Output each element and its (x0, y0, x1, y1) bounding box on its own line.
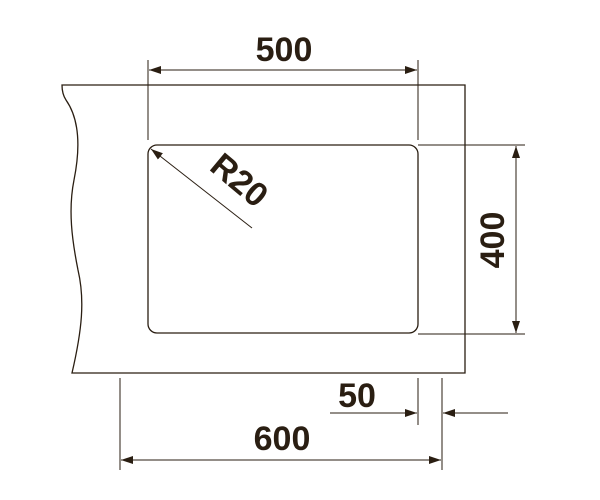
radius-leader-line (150, 148, 253, 229)
sink-bowl-outline (147, 144, 419, 334)
bowl-width-dimension: 500 (147, 31, 419, 140)
edge-offset-dimension: 50 (330, 377, 508, 470)
countertop-outline (61, 84, 466, 374)
cabinet-width-dimension: 600 (119, 378, 441, 470)
bowl-height-label: 400 (474, 212, 512, 269)
corner-radius-label: R20 (203, 146, 275, 215)
edge-offset-label: 50 (338, 377, 376, 415)
cabinet-width-label: 600 (254, 420, 311, 458)
corner-radius-dimension: R20 (150, 146, 275, 229)
bowl-height-dimension: 400 (418, 144, 525, 335)
bowl-width-label: 500 (256, 31, 313, 69)
